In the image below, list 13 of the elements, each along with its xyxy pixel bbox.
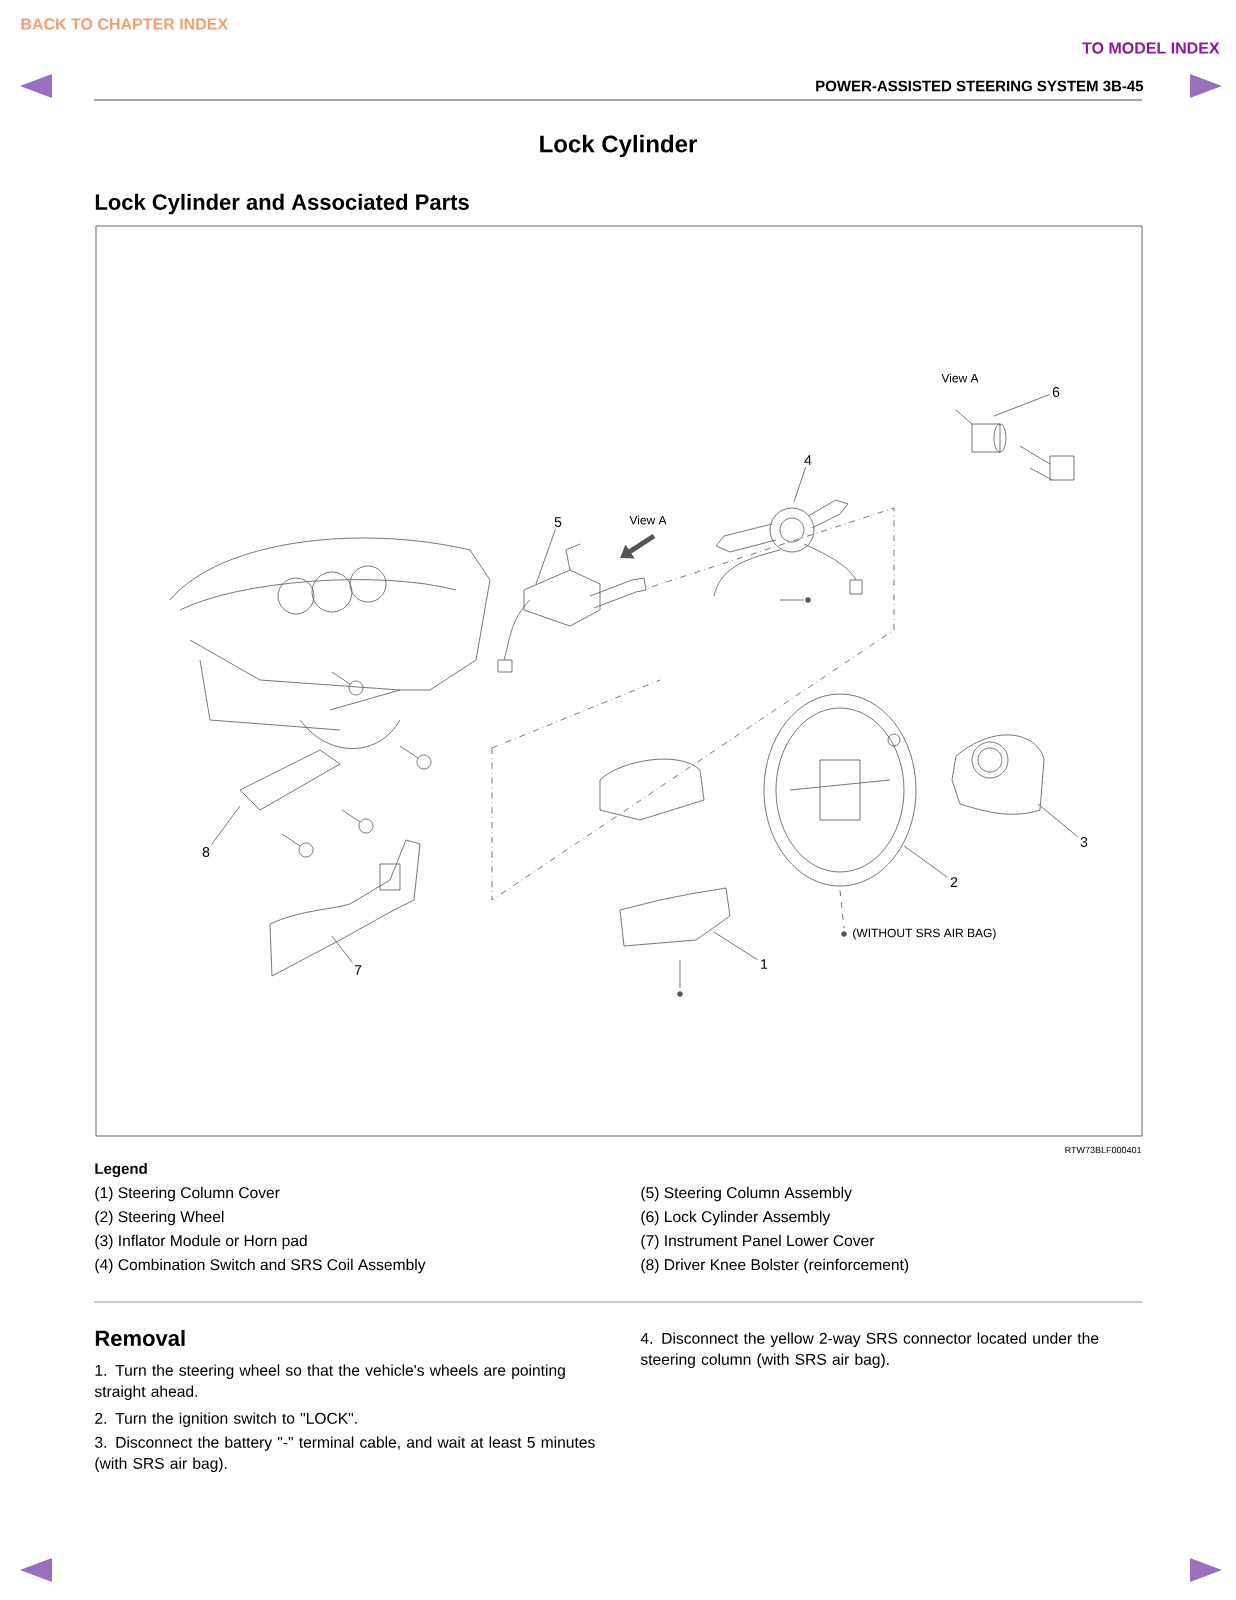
link-text: BACK TO CHAPTER INDEX bbox=[21, 18, 228, 30]
leader-line bbox=[1037, 803, 1079, 838]
leader-line bbox=[903, 845, 949, 878]
link-text: TO MODEL INDEX bbox=[1082, 42, 1220, 54]
section-heading: Lock Cylinder and Associated Parts bbox=[95, 193, 469, 215]
leader-line bbox=[535, 528, 556, 585]
leader-line bbox=[211, 805, 241, 846]
section-heading: Removal bbox=[95, 1329, 185, 1347]
leader-line bbox=[331, 935, 353, 964]
leader-line bbox=[993, 394, 1051, 417]
leader-line bbox=[793, 466, 806, 503]
leader-line bbox=[713, 931, 759, 961]
page-title: Lock Cylinder bbox=[540, 134, 697, 158]
